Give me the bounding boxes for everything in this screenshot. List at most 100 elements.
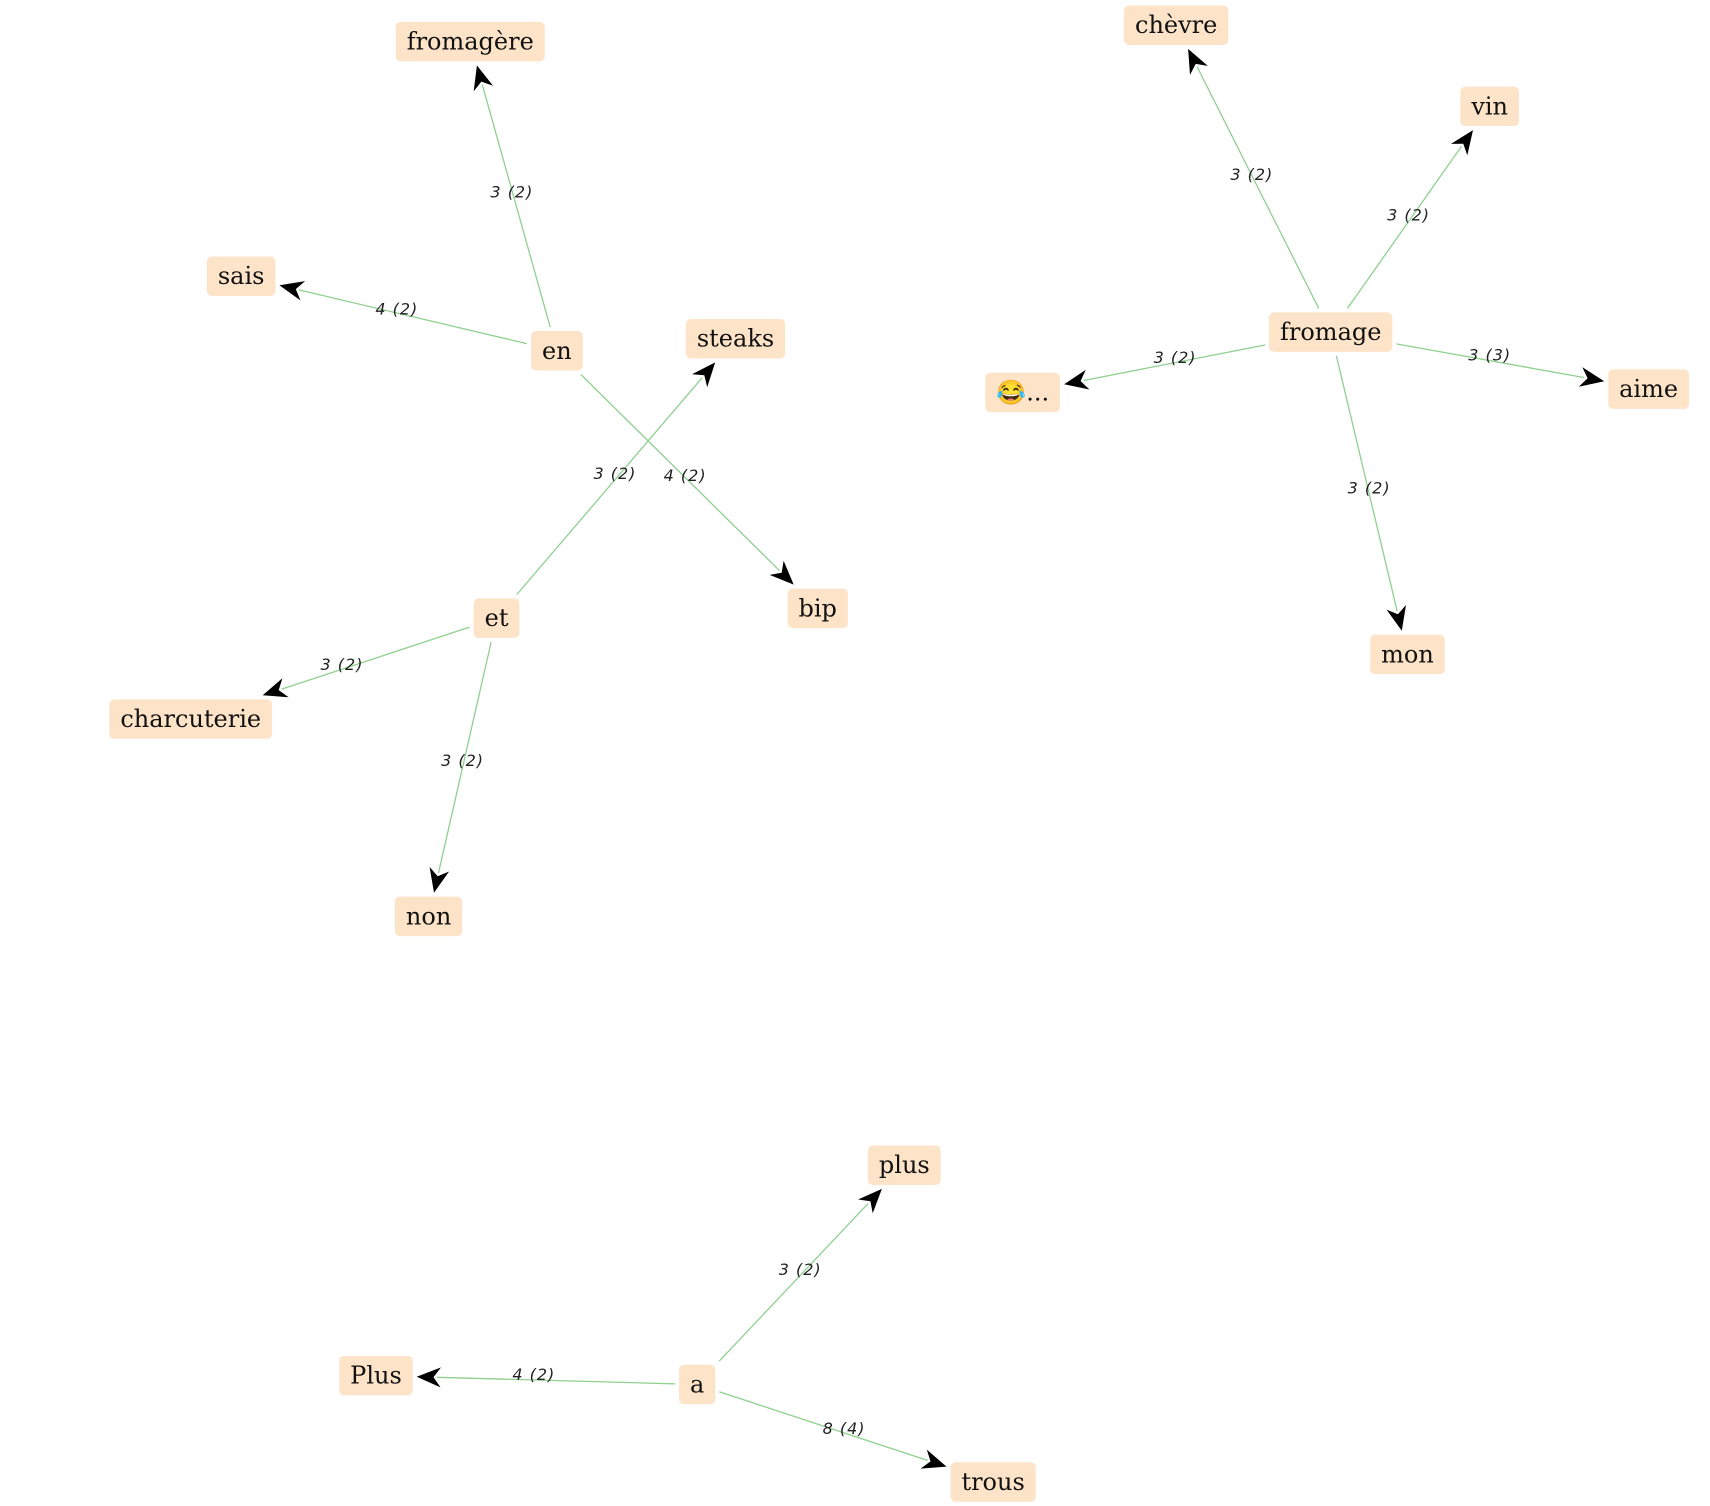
arrowhead-icon [279,281,306,301]
edge-a-trous [719,1391,928,1461]
node-plus_lower: plus [867,1145,941,1185]
node-label: a [690,1370,704,1398]
node-box [395,21,545,62]
arrowhead-icon [1578,367,1605,387]
node-box [950,1462,1036,1502]
arrowhead-icon [1451,130,1473,156]
arrowhead-icon [1188,48,1208,75]
node-label: 😂... [996,378,1049,406]
edge-en-sais [298,289,528,345]
edge-label-a-trous: 8 (4) [823,1419,866,1438]
node-label: sais [218,262,265,290]
edge-fromage-aime [1396,343,1585,379]
arrowhead-icon [920,1449,947,1469]
node-label: fromagère [407,28,534,56]
node-box [1370,634,1445,675]
node-label: Plus [350,1362,402,1390]
edge-fromage-vin [1346,146,1462,309]
node-box [531,331,583,371]
node-box [206,256,276,296]
edge-a-Plus_upper [436,1376,676,1385]
node-box [1124,5,1229,45]
node-box [1269,312,1393,352]
node-et: et [473,598,520,638]
arrowhead-icon [473,65,493,92]
arrowhead-icon [769,560,794,585]
node-box [787,588,848,629]
node-box [339,1355,413,1396]
node-box [685,318,786,359]
node-emoji: 😂... [985,372,1061,413]
node-bip: bip [787,588,848,629]
edge-fromage-mon [1335,355,1398,612]
node-sais: sais [206,256,276,296]
arrowhead-icon [416,1367,441,1388]
edge-et-non [437,641,492,874]
edge-label-et-non: 3 (2) [441,751,484,770]
edge-et-steaks [516,377,703,595]
node-chevre: chèvre [1124,5,1229,45]
node-vin: vin [1460,86,1519,127]
node-aime: aime [1608,369,1690,409]
edge-label-fromage-chevre: 3 (2) [1230,165,1273,184]
edge-fromage-chevre [1196,66,1320,309]
node-en: en [531,331,583,371]
edge-et-charcuterie [281,626,470,690]
edge-label-fromage-emoji: 3 (2) [1154,348,1197,367]
node-box [109,699,273,739]
node-charcuterie: charcuterie [109,699,273,739]
edge-en-fromagere [481,84,551,328]
arrowhead-icon [692,362,716,388]
node-label: mon [1381,640,1434,668]
arrowhead-icon [1386,605,1406,631]
node-fromagere: fromagère [395,21,545,62]
arrowhead-icon [429,867,450,893]
node-a: a [679,1364,716,1405]
edge-label-a-plus_lower: 3 (2) [779,1260,822,1279]
edge-fromage-emoji [1083,344,1266,382]
node-label: chèvre [1135,11,1217,39]
node-label: en [542,337,572,365]
node-label: non [406,902,451,930]
edge-labels-layer: 3 (2) 4 (2) 4 (2) 3 (2) 3 (2) 3 (2) 3 (2) 3 (2)… [321,165,1511,1438]
edge-en-bip [580,374,780,572]
node-label: vin [1470,92,1508,120]
node-label: plus [879,1151,930,1179]
node-label: trous [961,1468,1024,1496]
arrowhead-icon [858,1188,882,1214]
node-label: et [485,604,509,632]
edge-label-en-sais: 4 (2) [375,300,418,319]
node-mon: mon [1370,634,1445,675]
edge-label-en-fromagere: 3 (2) [490,182,533,201]
node-box [1608,369,1690,409]
edge-a-plus_lower [718,1203,869,1362]
node-fromage: fromage [1269,312,1393,352]
edge-label-fromage-aime: 3 (3) [1468,346,1511,365]
node-label: bip [799,594,837,622]
node-label: charcuterie [120,705,261,733]
edge-label-fromage-mon: 3 (2) [1348,478,1391,497]
node-box [394,896,463,937]
node-box [473,598,520,638]
node-box [985,372,1061,413]
edge-label-fromage-vin: 3 (2) [1387,205,1430,224]
node-box [1460,86,1519,127]
node-non: non [394,896,463,937]
edges-layer [262,48,1605,1469]
node-steaks: steaks [685,318,786,359]
nodes-layer: fromagère sais en steaks bip et charcuterie non… [109,5,1690,1502]
arrowhead-icon [1064,369,1090,390]
node-Plus_upper: Plus [339,1355,413,1396]
node-box [867,1145,941,1185]
edge-label-et-charcuterie: 3 (2) [321,655,364,674]
node-label: aime [1619,375,1678,403]
edge-label-et-steaks: 3 (2) [593,464,636,483]
edge-label-a-Plus_upper: 4 (2) [512,1365,555,1384]
node-label: fromage [1280,318,1381,346]
node-trous: trous [950,1462,1036,1502]
node-label: steaks [697,325,774,353]
arrowhead-icon [262,678,289,698]
node-box [679,1364,716,1405]
edge-label-en-bip: 4 (2) [664,466,707,485]
